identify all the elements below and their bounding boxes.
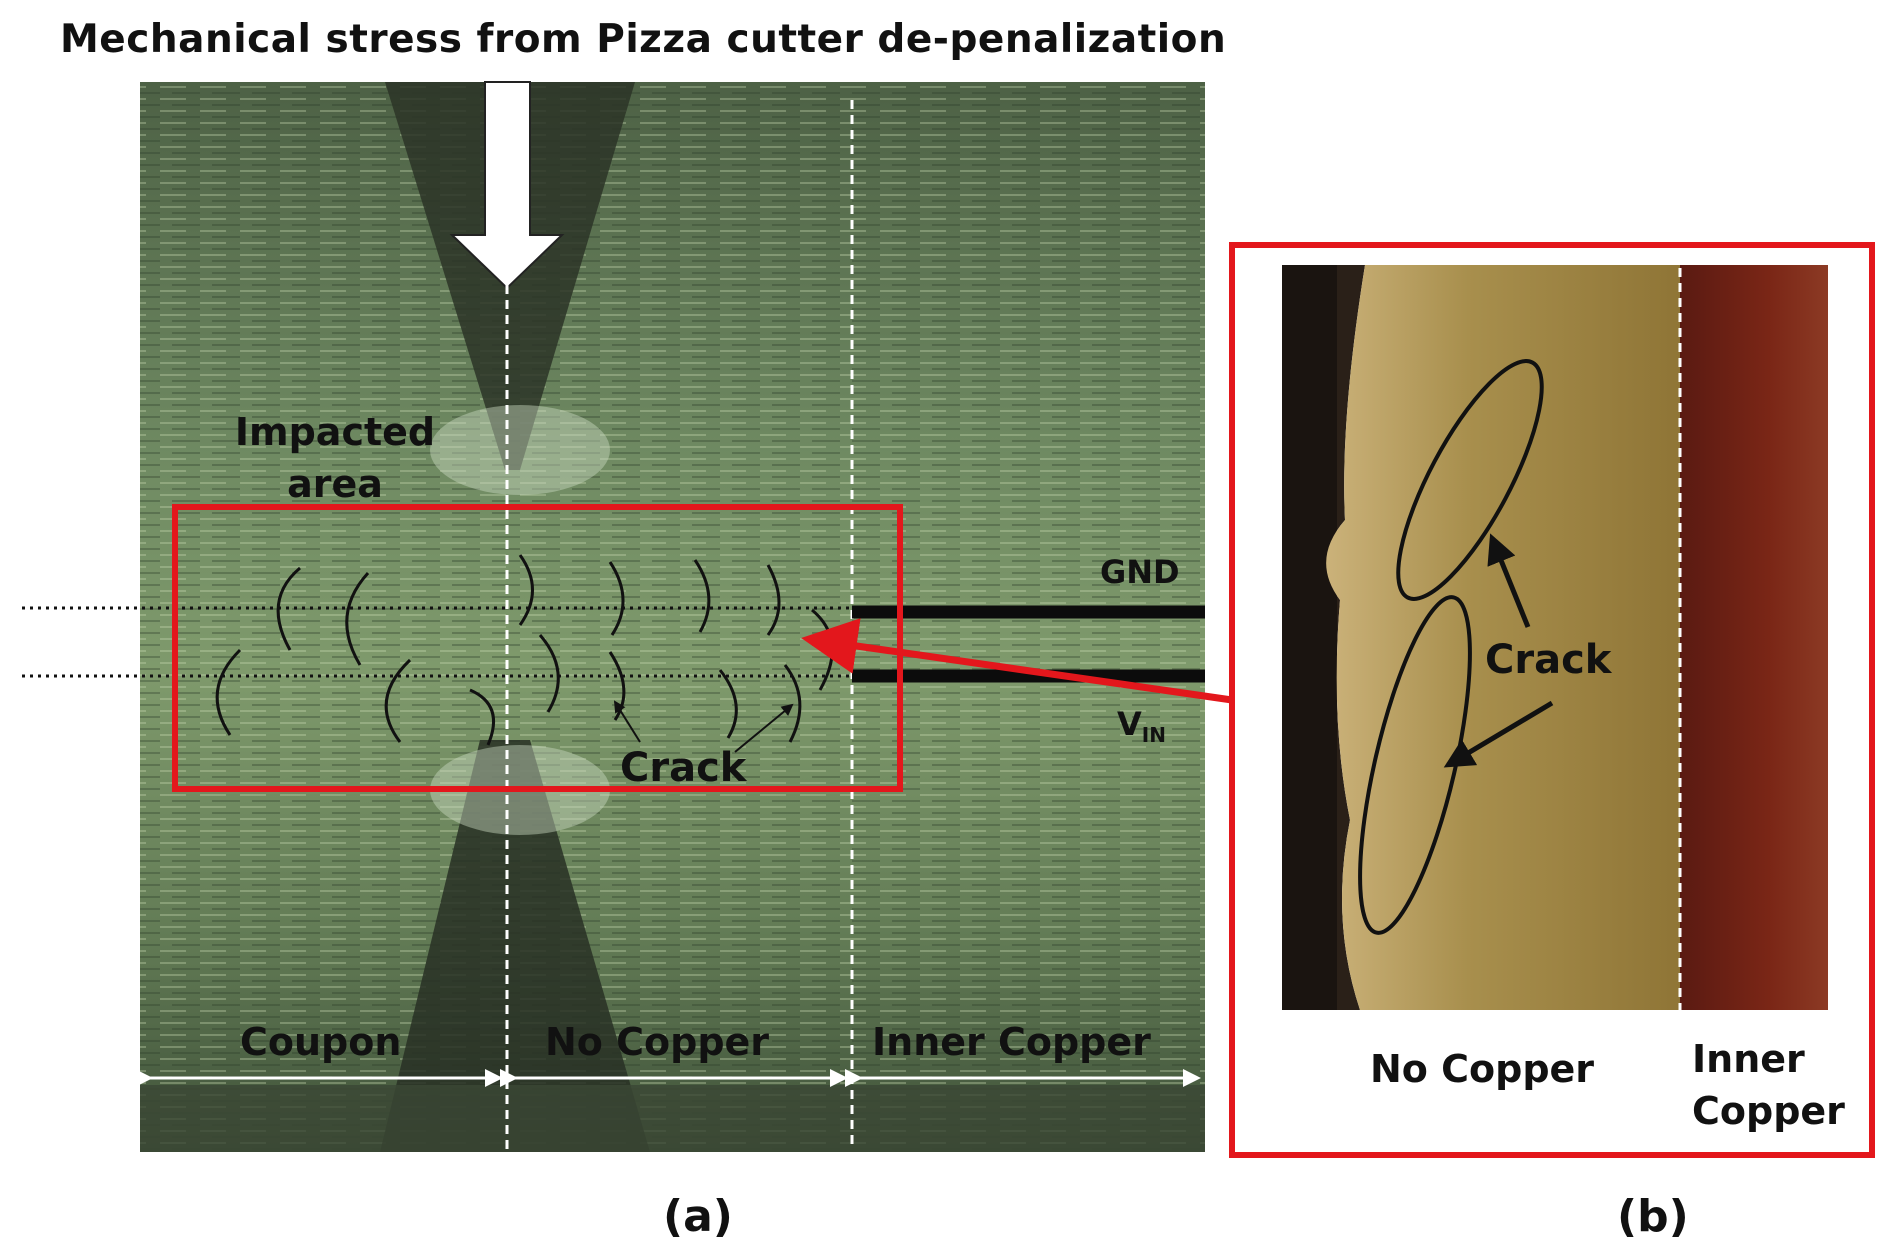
- crack-arc: [608, 651, 626, 721]
- crack-arc: [693, 559, 711, 633]
- glare-top: [430, 405, 610, 495]
- crack-arc: [608, 561, 625, 636]
- panel-b-micrograph: [1282, 265, 1828, 1010]
- crack-label-b: Crack: [1485, 637, 1612, 683]
- crack-pointer-b-upper: [1487, 533, 1531, 628]
- stress-arrow-icon: [449, 81, 565, 290]
- gnd-label: GND: [1100, 553, 1180, 591]
- highlight-box-a: [172, 504, 903, 792]
- rough-edge: [1326, 265, 1365, 1010]
- impacted-area-label: Impacted area: [234, 410, 436, 506]
- caption-b: (b): [1617, 1191, 1689, 1242]
- coupon-label: Coupon: [240, 1020, 402, 1064]
- crack-label-a: Crack: [620, 745, 747, 791]
- crack-arc: [718, 669, 738, 739]
- cutter-wedge-bottom: [380, 740, 650, 1152]
- crack-arc: [538, 634, 560, 713]
- crack-arc: [345, 571, 370, 666]
- crack-outline-upper: [1396, 359, 1544, 601]
- crack-arcs: [215, 554, 834, 746]
- no-copper-label-b: No Copper: [1370, 1047, 1595, 1091]
- crack-arc: [783, 664, 802, 743]
- crack-arc: [766, 564, 781, 636]
- inner-copper-label-b: Inner Copper: [1692, 1037, 1845, 1133]
- no-copper-label-a: No Copper: [545, 1020, 770, 1064]
- laminate-no-copper: [1326, 265, 1680, 1010]
- board-bottom-edge: [140, 1085, 1205, 1152]
- figure-title: Mechanical stress from Pizza cutter de-p…: [60, 17, 1227, 62]
- crack-arc: [215, 648, 242, 736]
- crack-arc: [276, 566, 301, 651]
- crack-arc: [469, 688, 496, 746]
- crack-pointer-b-lower: [1443, 700, 1554, 768]
- crack-pointer-left: [613, 700, 641, 743]
- crack-outline-lower: [1358, 595, 1472, 935]
- inner-copper-label-a: Inner Copper: [872, 1020, 1151, 1064]
- crack-pointer-right: [734, 703, 794, 753]
- callout-arrow: [801, 618, 1233, 704]
- crack-arc: [384, 658, 412, 743]
- dark-edge-strip: [1282, 265, 1337, 1010]
- inner-copper-layer: [1680, 265, 1828, 1010]
- vin-label: VIN: [1117, 705, 1166, 747]
- caption-a: (a): [663, 1191, 733, 1242]
- crack-arc: [518, 554, 534, 626]
